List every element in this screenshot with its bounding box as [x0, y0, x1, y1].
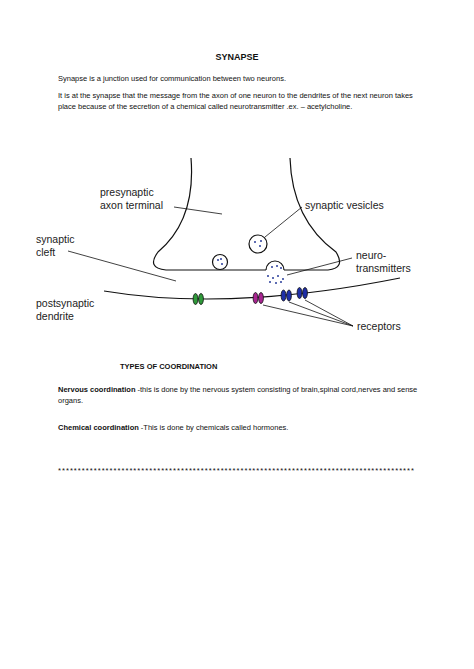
term-heading: Nervous coordination — [58, 385, 136, 394]
part-label: synaptic cleft — [36, 233, 82, 259]
synaptic-vesicle — [213, 255, 228, 270]
body-text: It is at the synapse that the message fr… — [58, 90, 420, 112]
receptor-symbols — [193, 288, 307, 305]
vesicle-fusing — [266, 261, 284, 270]
body-text: Synapse is a junction used for communica… — [58, 73, 448, 84]
text-paragraph: Nervous coordination-this is done by the… — [58, 384, 420, 406]
text-paragraph: Chemical coordination-This is done by ch… — [58, 422, 420, 433]
part-label: synaptic vesicles — [305, 199, 384, 212]
separator-line: ****************************************… — [58, 465, 415, 476]
part-label: presynaptic axon terminal — [100, 186, 172, 212]
part-label: receptors — [357, 320, 401, 333]
section-heading: TYPES OF COORDINATION — [120, 361, 217, 372]
leader-lines — [68, 207, 353, 326]
term-heading: Chemical coordination — [58, 423, 139, 432]
page-title: SYNAPSE — [0, 52, 474, 62]
part-label: postsynaptic dendrite — [36, 297, 106, 323]
body-text: -This is done by chemicals called hormon… — [141, 423, 289, 432]
postsynaptic-membrane — [104, 278, 400, 299]
synaptic-vesicle — [249, 235, 267, 253]
part-label: neuro- transmitters — [356, 249, 418, 275]
neurotransmitter-dots — [217, 240, 284, 284]
axon-terminal-outline — [154, 158, 340, 270]
